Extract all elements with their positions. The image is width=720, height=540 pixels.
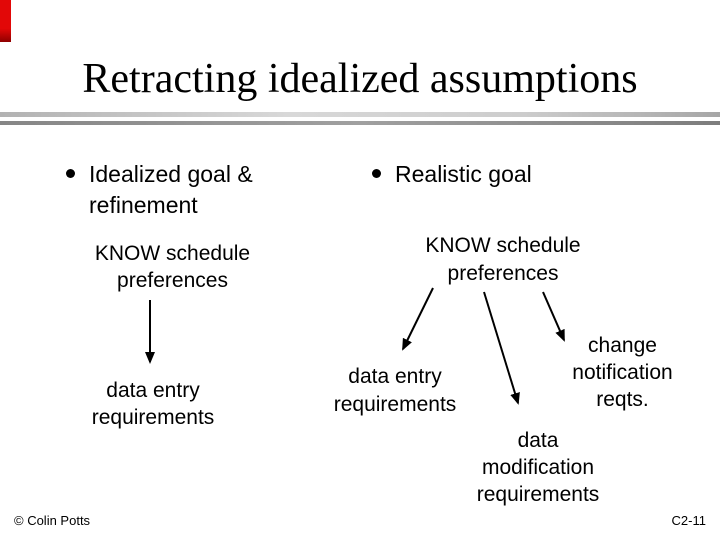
node-data-entry-requirements-right: data entry requirements — [333, 365, 457, 416]
slide-title: Retracting idealized assumptions — [82, 56, 638, 102]
node-data-modification-requirements: data modification requirements — [476, 429, 600, 506]
bullet-realistic-goal-label: Realistic goal — [395, 161, 532, 187]
bullet-dot-icon — [372, 169, 381, 178]
footer-slide-number: C2-11 — [671, 513, 706, 528]
title-divider-light — [0, 112, 720, 117]
red-accent-bar — [0, 0, 11, 42]
bullet-idealized-goal-label: Idealized goal & refinement — [89, 161, 253, 218]
title-divider-dark — [0, 121, 720, 125]
bullet-dot-icon — [66, 169, 75, 178]
node-data-entry-requirements-left: data entry requirements — [91, 379, 215, 429]
arrow-right-know-to-entry — [402, 287, 434, 351]
footer-copyright: © Colin Potts — [14, 513, 91, 528]
node-know-schedule-preferences-left: KNOW schedule preferences — [94, 242, 251, 292]
node-change-notification-reqts: change notification reqts. — [572, 334, 673, 411]
bullet-idealized-goal: Idealized goal & refinement — [66, 159, 306, 221]
arrow-right-know-to-modification — [483, 291, 520, 405]
node-know-schedule-preferences-right: KNOW schedule preferences — [425, 234, 581, 285]
bullet-realistic-goal: Realistic goal — [372, 159, 632, 190]
